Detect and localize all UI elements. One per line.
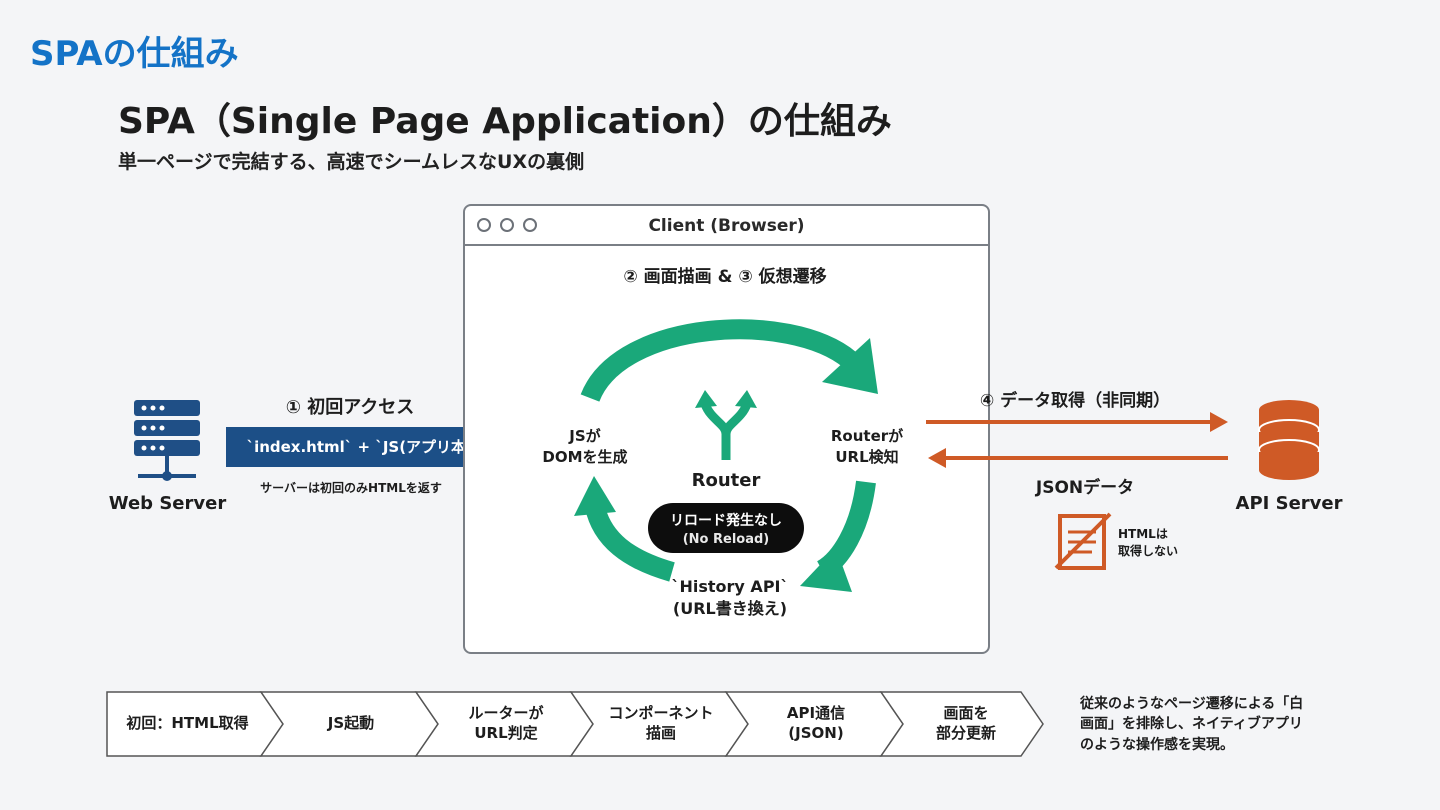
cycle-arrows	[574, 319, 878, 592]
flow-step: JS起動	[327, 713, 375, 732]
browser-title: Client (Browser)	[648, 216, 805, 236]
web-server-label: Web Server	[108, 493, 227, 514]
data-fetch-label: ④ データ取得（非同期）	[979, 391, 1171, 411]
flow-chevrons	[106, 691, 1044, 757]
flow-step: API通信(JSON)	[786, 703, 846, 742]
history-api-label: `History API` (URL書き換え)	[671, 577, 789, 618]
no-html-file-icon	[1054, 512, 1112, 570]
flow-step: コンポーネント描画	[608, 703, 714, 742]
initial-access-arrow	[226, 404, 530, 490]
api-server-label: API Server	[1235, 493, 1343, 514]
router-url-label: Routerが URL検知	[830, 427, 904, 466]
js-dom-label: JSが DOMを生成	[542, 427, 628, 466]
router-label: Router	[691, 470, 761, 491]
initial-access-arrow-text: `index.html` + `JS(アプリ本体)`	[246, 438, 496, 456]
api-arrows	[926, 412, 1228, 468]
slide-title: SPAの仕組み	[30, 34, 239, 74]
main-title: SPA（Single Page Application）の仕組み	[118, 101, 892, 142]
cycle-label: ② 画面描画 & ③ 仮想遷移	[623, 267, 827, 287]
browser-title-bar: Client (Browser)	[465, 206, 988, 246]
summary-note: 従来のようなページ遷移による「白 画面」を排除し、ネイティブアプリ のような操作…	[1080, 696, 1304, 753]
initial-access-label: ① 初回アクセス	[285, 397, 415, 418]
no-reload-badge: リロード発生なし (No Reload)	[648, 503, 804, 553]
server-rack-icon	[134, 400, 200, 481]
database-icon	[1258, 400, 1320, 480]
sub-title: 単一ページで完結する、高速でシームレスなUXの裏側	[118, 151, 585, 173]
window-control-dot	[500, 218, 514, 232]
window-control-dot	[523, 218, 537, 232]
flow-step: 画面を部分更新	[935, 703, 996, 742]
fork-arrows-icon	[695, 390, 757, 460]
json-data-label: JSONデータ	[1035, 478, 1135, 498]
no-html-note: HTMLは 取得しない	[1118, 527, 1179, 558]
initial-access-note: サーバーは初回のみHTMLを返す	[260, 481, 442, 495]
window-control-dot	[477, 218, 491, 232]
flow-step: 初回：HTML取得	[126, 713, 249, 732]
